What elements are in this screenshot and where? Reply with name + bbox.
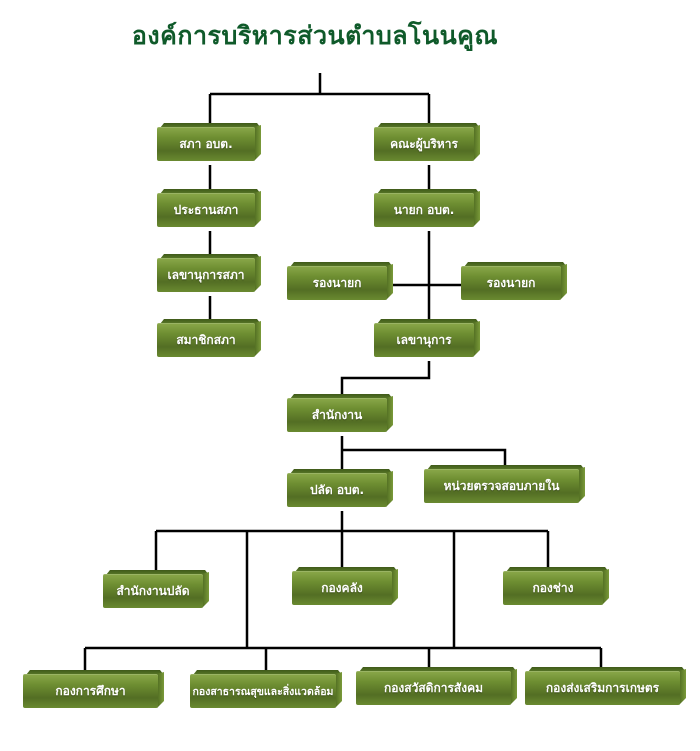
node-label: ปลัด อบต. [309, 482, 365, 497]
node-label: ประธานสภา [173, 202, 239, 217]
connector-root [208, 73, 431, 127]
connector-chief-divisions [154, 511, 550, 648]
node-council-president: ประธานสภา [157, 189, 261, 227]
node-office: สำนักงาน [287, 394, 393, 432]
node-label: กองการศึกษา [55, 683, 126, 698]
node-education-division: กองการศึกษา [23, 670, 164, 708]
node-secretary: เลขานุการ [374, 319, 480, 357]
node-label: สำนักงานปลัด [116, 583, 190, 598]
node-mayor: นายก อบต. [374, 189, 480, 227]
node-engineering-division: กองช่าง [503, 567, 609, 605]
node-council: สภา อบต. [157, 123, 261, 161]
node-label: เลขานุการสภา [167, 267, 245, 282]
org-title: องค์การบริหารส่วนตำบลโนนคูณ [131, 21, 499, 50]
node-label: คณะผู้บริหาร [390, 136, 458, 151]
node-label: สมาชิกสภา [176, 332, 236, 347]
node-public-health-division: กองสาธารณสุขและสิ่งแวดล้อม [190, 670, 342, 708]
node-chief-administrator: ปลัด อบต. [287, 469, 393, 507]
node-label: สภา อบต. [179, 136, 233, 151]
node-internal-audit: หน่วยตรวจสอบภายใน [424, 465, 585, 503]
node-council-secretary: เลขานุการสภา [157, 254, 261, 292]
node-label: กองช่าง [532, 580, 574, 595]
node-label: รองนายก [312, 275, 362, 290]
node-council-members: สมาชิกสภา [157, 319, 261, 357]
connector-executive-column [387, 165, 461, 323]
node-label: หน่วยตรวจสอบภายใน [443, 478, 560, 493]
connector-bottom-row [83, 646, 603, 674]
node-agriculture-division: กองส่งเสริมการเกษตร [525, 667, 686, 705]
connector-secretary-office [340, 361, 431, 398]
node-label: กองคลัง [321, 580, 363, 595]
node-label: เลขานุการ [396, 332, 452, 347]
node-label: นายก อบต. [393, 202, 455, 217]
node-chief-office: สำนักงานปลัด [103, 570, 209, 608]
node-social-welfare-division: กองสวัสดิการสังคม [356, 667, 517, 705]
node-label: รองนายก [486, 275, 536, 290]
node-label: กองส่งเสริมการเกษตร [545, 680, 660, 695]
node-executive-board: คณะผู้บริหาร [374, 123, 480, 161]
connector-office-chief [340, 436, 507, 473]
node-finance-division: กองคลัง [292, 567, 398, 605]
node-deputy-mayor-left: รองนายก [287, 262, 393, 300]
node-label: กองสาธารณสุขและสิ่งแวดล้อม [192, 685, 334, 698]
node-label: สำนักงาน [311, 407, 363, 422]
node-deputy-mayor-right: รองนายก [461, 262, 567, 300]
node-label: กองสวัสดิการสังคม [383, 680, 484, 695]
